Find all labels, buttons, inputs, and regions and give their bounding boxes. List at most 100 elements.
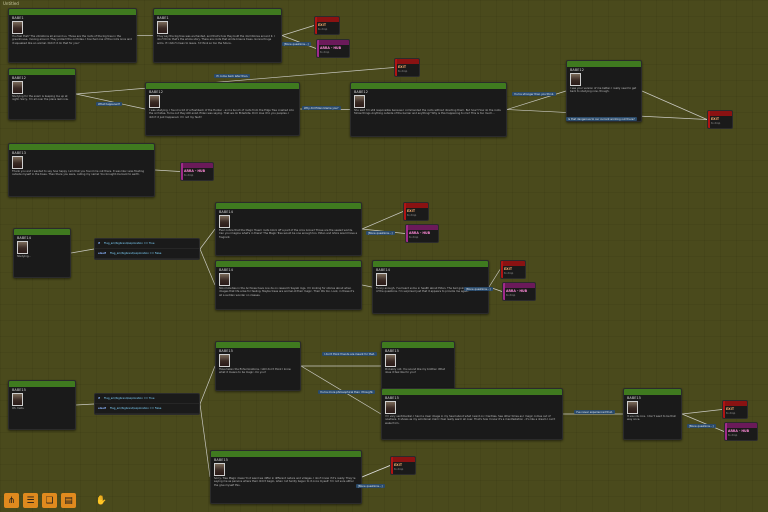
exit-node[interactable]: EXIT to drop <box>390 456 416 475</box>
speaker-avatar <box>570 73 581 86</box>
exit-node-title: EXIT <box>318 23 326 27</box>
connection-wire <box>681 413 725 432</box>
choice-label[interactable]: [Bone questions...] <box>687 424 716 428</box>
list-tool-icon[interactable]: ☰ <box>23 493 38 508</box>
node-header <box>351 83 506 89</box>
hub-node[interactable]: ARRA - HUB to drop <box>724 422 758 441</box>
dialogue-node[interactable]: BABE15 Sorry, Tree Magic doesn't lot wan… <box>210 450 362 504</box>
node-speaker-name: BABE14 <box>17 236 32 240</box>
exit-node-subtitle: to drop <box>407 214 417 217</box>
node-speaker-name: BABE12 <box>12 76 27 80</box>
hub-node[interactable]: ARRA - HUB to drop <box>180 162 214 181</box>
dialogue-node[interactable]: BABE14 Studying... <box>13 228 71 278</box>
node-speaker-name: BABE15 <box>219 349 234 353</box>
node-dialogue-text: Studying for the exam is keeping me up a… <box>12 95 69 102</box>
exit-node[interactable]: EXIT to drop <box>403 202 429 221</box>
speaker-avatar <box>12 21 23 34</box>
speaker-avatar <box>219 354 230 367</box>
connection-wire <box>681 409 723 415</box>
dialogue-node[interactable]: BABE14 Ever notice that the Magic Treem … <box>215 202 362 256</box>
note-tool-icon[interactable]: ❏ <box>42 493 57 508</box>
condition-expression: Flag_am/Sigbrand/exploration == False <box>109 407 162 410</box>
connection-wire <box>199 248 216 286</box>
node-dialogue-text: You feel that? The vibrations all around… <box>12 35 132 45</box>
exit-node-title: EXIT <box>407 209 415 213</box>
branch-tool-icon[interactable]: ⋔ <box>4 493 19 508</box>
choice-label[interactable]: Why did Elden blame you? <box>302 106 341 110</box>
dialogue-node[interactable]: BABE12 Studying for the exam is keeping … <box>8 68 76 120</box>
speech-tool-icon[interactable]: ▤ <box>61 493 76 508</box>
choice-label[interactable]: I've never experienced that. <box>574 410 615 414</box>
hand-tool-icon[interactable]: ✋ <box>95 495 108 506</box>
choice-label[interactable]: [Bone questions...] <box>356 484 385 488</box>
connection-wire <box>361 211 404 230</box>
node-header <box>9 381 75 387</box>
node-header <box>146 83 299 89</box>
exit-node[interactable]: EXIT to drop <box>314 16 340 35</box>
dialogue-node[interactable]: BABE15 Oh. hello. <box>8 380 76 430</box>
choice-label[interactable]: [Bone questions...] <box>464 287 493 291</box>
connection-wire <box>199 403 211 478</box>
node-speaker-name: BABE14 <box>219 268 234 272</box>
speaker-avatar <box>354 95 365 108</box>
node-dialogue-text: Sorry, Tree Magic doesn't lot wand we di… <box>214 477 356 487</box>
hub-node[interactable]: ARRA - HUB to drop <box>405 224 439 243</box>
connection-wire <box>154 169 181 172</box>
exit-node[interactable]: EXIT to drop <box>707 110 733 129</box>
choice-label[interactable]: [Bone questions...] <box>282 42 311 46</box>
dialogue-node[interactable]: BABE12 I was studying. I found a bit of … <box>145 82 300 136</box>
choice-label[interactable]: Is that dangerous to our current working… <box>566 117 637 121</box>
dialogue-node[interactable]: BABE12 I see your version of me better. … <box>566 60 642 122</box>
connection-wire <box>281 25 315 36</box>
dialogue-node[interactable]: BABE13 Thank you and I wanted to say how… <box>8 143 155 197</box>
connection-wire <box>75 403 95 406</box>
dialogue-node[interactable]: BABE14 Stood studies in the Archives hav… <box>215 260 362 310</box>
speaker-avatar <box>12 81 23 94</box>
dialogue-node[interactable]: BABE1 They say the big tree was enchante… <box>153 8 282 63</box>
condition-node[interactable]: if Flag_am/Sigbrand/exploration == True … <box>94 393 200 415</box>
hub-node[interactable]: ARRA - HUB to drop <box>502 282 536 301</box>
exit-node[interactable]: EXIT to drop <box>722 400 748 419</box>
dialogue-node[interactable]: BABE15 I'm very sentimental. I hand a cl… <box>381 388 563 440</box>
node-header <box>9 69 75 75</box>
node-dialogue-text: Stood studies in the Archives have one d… <box>219 287 355 297</box>
choice-label[interactable]: What happened? <box>96 102 123 106</box>
exit-node[interactable]: EXIT to drop <box>394 58 420 77</box>
speaker-avatar <box>627 401 638 414</box>
condition-row: elseif Flag_am/Sigbrand/exploration == F… <box>95 404 199 414</box>
choice-label[interactable]: You're stronger than you think. <box>512 92 557 96</box>
exit-node-title: EXIT <box>504 267 512 271</box>
node-dialogue-text: Ever notice that the Magic Treem roots b… <box>219 229 358 239</box>
condition-keyword: elseif <box>98 252 106 255</box>
choice-label[interactable]: [Bone questions...] <box>366 231 395 235</box>
hub-node[interactable]: ARRA - HUB to drop <box>316 39 350 58</box>
speaker-avatar <box>376 273 387 286</box>
choice-label[interactable]: I don't think friends are meant for that… <box>322 352 377 356</box>
choice-label[interactable]: You're more philosophical than I thought… <box>318 390 376 394</box>
exit-node[interactable]: EXIT to drop <box>500 260 526 279</box>
node-dialogue-text: It sounds nice. I don't want to be that … <box>627 415 676 422</box>
exit-node-subtitle: to drop <box>318 28 328 31</box>
node-dialogue-text: I see your version of me better. I reall… <box>570 87 637 94</box>
node-dialogue-text: She said I'm still responsible because I… <box>354 109 501 116</box>
speaker-avatar <box>12 393 23 406</box>
choice-label[interactable]: I'll come back later then. <box>214 74 251 78</box>
connection-wire <box>199 228 216 250</box>
dialogue-node[interactable]: BABE15 Probably not. You sound like my b… <box>381 341 455 391</box>
condition-node[interactable]: if Flag_am/Sigbrand/exploration == True … <box>94 238 200 260</box>
dialogue-node[interactable]: BABE12 She said I'm still responsible be… <box>350 82 507 137</box>
dialogue-node[interactable]: BABE1 You feel that? The vibrations all … <box>8 8 137 63</box>
speaker-avatar <box>157 21 168 34</box>
exit-node-title: EXIT <box>726 407 734 411</box>
node-speaker-name: BABE13 <box>12 151 27 155</box>
exit-node-subtitle: to drop <box>394 468 404 471</box>
node-speaker-name: BABE12 <box>570 68 585 72</box>
dialogue-node[interactable]: BABE15 It sounds nice. I don't want to b… <box>623 388 682 440</box>
graph-tab-label: Untitled <box>3 1 19 6</box>
dialogue-node[interactable]: BABE15 Have taken the Exhuminations. I s… <box>215 341 301 391</box>
node-dialogue-text: Probably not. You sound like my brother.… <box>385 368 445 375</box>
node-header <box>14 229 70 235</box>
hub-node-subtitle: to drop <box>320 51 330 54</box>
hub-node-title: ARRA - HUB <box>728 429 750 433</box>
